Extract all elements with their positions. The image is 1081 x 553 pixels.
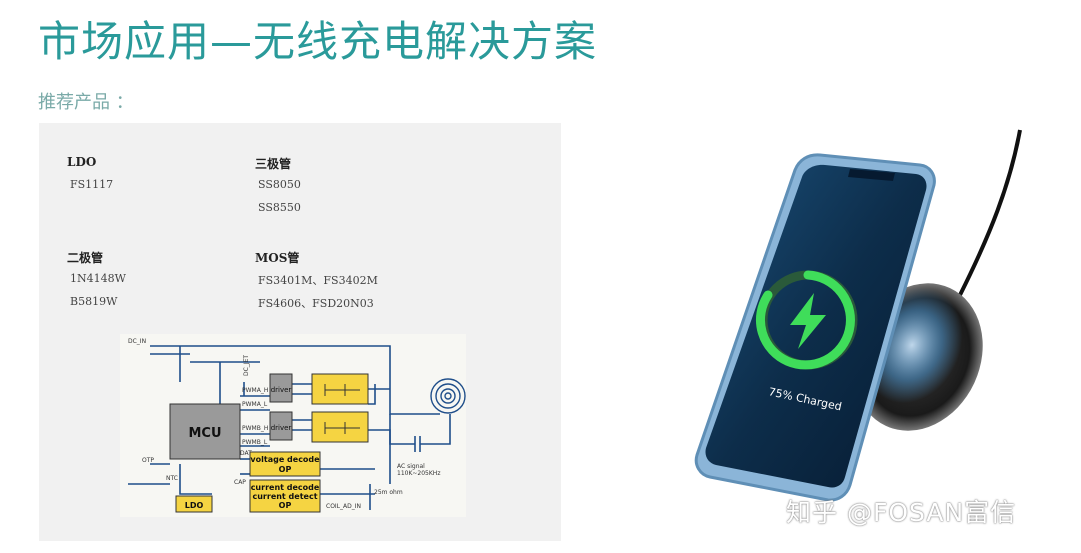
dat-label: DAT <box>240 450 252 457</box>
driver-label-1: driver <box>271 386 292 394</box>
pwma-h-label: PWMA_H <box>242 387 268 394</box>
coil-ad-label: COIL_AD_IN <box>326 503 361 510</box>
otp-label: OTP <box>142 457 154 464</box>
category-ldo: LDO <box>67 155 97 169</box>
shunt-label: 25m ohm <box>374 489 403 496</box>
cap-label: CAP <box>234 479 246 486</box>
part-fs3401m-fs3402m: FS3401M、FS3402M <box>258 274 378 287</box>
wireless-charging-illustration: 75% Charged <box>690 125 1050 535</box>
part-b5819w: B5819W <box>70 295 118 308</box>
category-transistor: 三极管 <box>255 157 292 171</box>
product-panel: LDO FS1117 三极管 SS8050 SS8550 二极管 1N4148W… <box>39 123 561 541</box>
pwmb-l-label: PWMB_L <box>242 439 268 446</box>
driver-label-2: driver <box>271 424 292 432</box>
circuit-schematic: MCU driver driver <box>120 334 466 517</box>
charge-progress-ring <box>755 270 855 370</box>
part-ss8550: SS8550 <box>258 201 301 214</box>
category-mos: MOS管 <box>255 251 300 265</box>
part-1n4148w: 1N4148W <box>70 272 126 285</box>
lightning-bolt-icon <box>790 293 826 349</box>
part-fs1117: FS1117 <box>70 178 114 191</box>
voltage-op-label: OP <box>279 465 292 474</box>
page-title: 市场应用—无线充电解决方案 <box>38 17 598 66</box>
part-fs4606-fsd20n03: FS4606、FSD20N03 <box>258 297 374 310</box>
page-subtitle: 推荐产品 ： <box>38 92 134 113</box>
mcu-label: MCU <box>188 426 221 441</box>
ldo-label: LDO <box>185 501 204 510</box>
ntc-label: NTC <box>166 475 178 482</box>
voltage-decode-label: voltage decode <box>250 455 320 464</box>
watermark: 知乎 @FOSAN富信 <box>786 498 1017 527</box>
ac-signal-label: AC signal <box>397 463 425 470</box>
category-diode: 二极管 <box>67 251 104 265</box>
dc-jet-label: DC_JET <box>243 355 250 376</box>
current-decode-label: current decode <box>251 483 320 492</box>
ac-freq-label: 110K~205KHz <box>397 470 440 477</box>
pwma-l-label: PWMA_L <box>242 401 268 408</box>
part-ss8050: SS8050 <box>258 178 301 191</box>
dc-in-label: DC_IN <box>128 338 146 345</box>
pwmb-h-label: PWMB_H <box>242 425 268 432</box>
current-op-label: OP <box>279 501 292 510</box>
current-detect-label: current detect <box>252 492 317 501</box>
